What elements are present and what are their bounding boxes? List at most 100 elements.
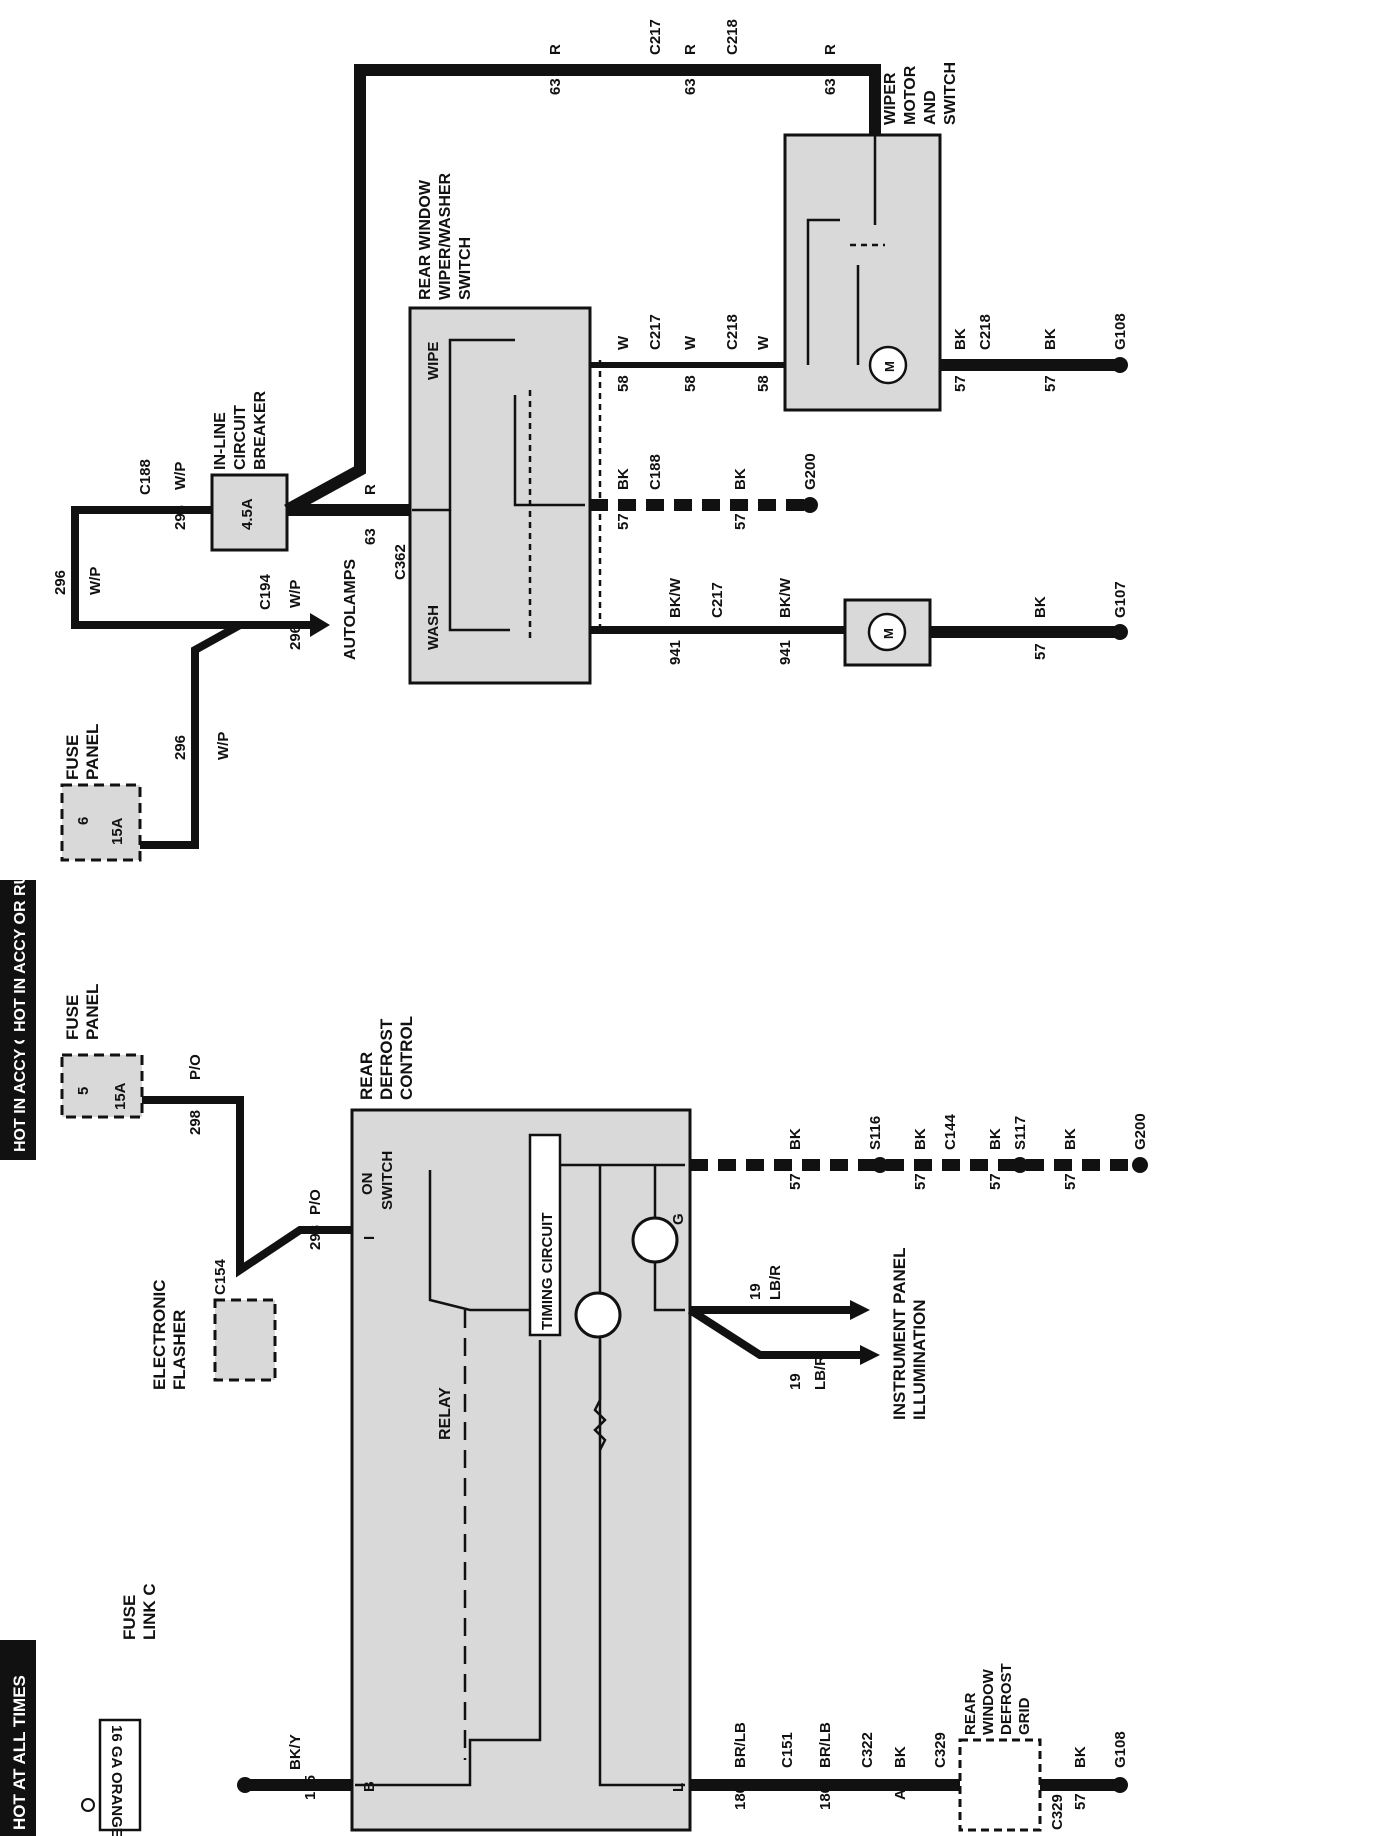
- wire-bkw-b: BK/W: [777, 577, 794, 618]
- rws-label1: REAR WINDOW: [417, 179, 434, 300]
- wiper-motor-and-switch: WIPER MOTOR AND SWITCH M: [783, 62, 959, 412]
- wire-bk-b: BK: [912, 1128, 929, 1150]
- wire-57e: 57: [615, 513, 632, 530]
- fuse-panel-5-rating: 15A: [112, 1082, 129, 1110]
- wire-po-b: P/O: [307, 1189, 324, 1215]
- wm-label4: SWITCH: [942, 62, 959, 125]
- wire-bk-g: BK: [1032, 596, 1049, 618]
- breaker-label1: IN-LINE: [212, 412, 229, 470]
- g108a-label: G108: [1112, 1731, 1129, 1768]
- rws-wash: WASH: [425, 605, 442, 650]
- ip-illum-1: INSTRUMENT PANEL: [890, 1247, 909, 1420]
- fuse-panel-5-label1: FUSE: [63, 995, 82, 1040]
- c218c-label: C218: [977, 314, 994, 350]
- wire-57h: 57: [952, 375, 969, 392]
- wire-186a: 186: [732, 1785, 749, 1810]
- pin-l: L: [670, 1783, 687, 1792]
- c151-label: C151: [779, 1732, 796, 1768]
- wire-r-d: R: [822, 44, 839, 55]
- pin-i: I: [361, 1236, 378, 1240]
- c217a-label: C217: [647, 19, 664, 55]
- wire-58a: 58: [615, 375, 632, 392]
- wire-19b: 19: [787, 1373, 804, 1390]
- fuse-panel-5-label2: PANEL: [83, 984, 102, 1040]
- rear-window-wiper-washer-switch: REAR WINDOW WIPER/WASHER SWITCH WIPE WAS…: [408, 172, 602, 685]
- wire-wp-d: W/P: [172, 462, 189, 490]
- wm-label1: WIPER: [882, 72, 899, 125]
- instrument-panel-illumination-feed: 19 LB/R 19 LB/R INSTRUMENT PANEL ILLUMIN…: [687, 1247, 929, 1420]
- rear-defrost-control: REAR DEFROST CONTROL B I L G ON SWITCH R…: [350, 1016, 692, 1832]
- header-hot-at-all-times-text: HOT AT ALL TIMES: [10, 1675, 29, 1830]
- wire-bk-h: BK: [952, 328, 969, 350]
- rws-wipe: WIPE: [425, 342, 442, 380]
- wire-296d: 296: [172, 505, 189, 530]
- s117-label: S117: [1012, 1116, 1029, 1150]
- c154-label: C154: [212, 1258, 229, 1295]
- wire-941b: 941: [777, 640, 794, 665]
- wire-58b: 58: [682, 375, 699, 392]
- c362-label: C362: [392, 544, 409, 580]
- wire-bk-grid2: BK: [1072, 1746, 1089, 1768]
- c144-label: C144: [942, 1113, 959, 1150]
- breaker-label2: CIRCUIT: [232, 405, 249, 470]
- wire-wp-b: W/P: [287, 580, 304, 608]
- wire-a: A: [892, 1789, 909, 1800]
- wire-r-a: R: [362, 484, 379, 495]
- fuse-panel-6: 6 15A FUSE PANEL: [60, 724, 142, 862]
- wire-brlb-b: BR/LB: [817, 1722, 834, 1768]
- wire-57i: 57: [1042, 375, 1059, 392]
- wire-bkw-a: BK/W: [667, 577, 684, 618]
- header-hot-accy-run-2-text: HOT IN ACCY OR RUN: [12, 861, 29, 1032]
- wm-m: M: [882, 361, 897, 372]
- fuse-panel-6-label1: FUSE: [63, 735, 82, 780]
- wire-bk-i: BK: [1042, 328, 1059, 350]
- c188b-label: C188: [647, 454, 664, 490]
- wire-57d: 57: [1062, 1173, 1079, 1190]
- wire-lbr-a: LB/R: [767, 1265, 784, 1300]
- pin-g: G: [670, 1213, 687, 1225]
- wire-brlb-a: BR/LB: [732, 1722, 749, 1768]
- wire-63d: 63: [822, 78, 839, 95]
- timing-circuit-label: TIMING CIRCUIT: [539, 1213, 556, 1331]
- wire-296c: 296: [52, 570, 69, 595]
- grid-label4: GRID: [1016, 1697, 1033, 1735]
- wire-po-a: P/O: [187, 1054, 204, 1080]
- c218a-label: C218: [724, 19, 741, 55]
- wire-wh-a: W: [615, 335, 632, 350]
- c329b-label: C329: [1049, 1794, 1066, 1830]
- wire-wh-c: W: [755, 335, 772, 350]
- wire-57g: 57: [1032, 643, 1049, 660]
- breaker-label3: BREAKER: [252, 390, 269, 470]
- g108b-label: G108: [1112, 313, 1129, 350]
- wire-bk-d: BK: [1062, 1128, 1079, 1150]
- wire-bk-c: BK: [987, 1128, 1004, 1150]
- electronic-flasher: C154 ELECTRONIC FLASHER: [150, 1258, 277, 1391]
- wire-57b: 57: [912, 1173, 929, 1190]
- wire-298b: 298: [307, 1225, 324, 1250]
- wire-wp-a: W/P: [215, 732, 232, 760]
- wire-bk-f: BK: [732, 468, 749, 490]
- wire-57c: 57: [987, 1173, 1004, 1190]
- defrost-label3: CONTROL: [397, 1016, 416, 1100]
- fuse-panel-6-number: 6: [75, 817, 92, 825]
- on-switch2: SWITCH: [379, 1151, 396, 1210]
- grid-label2: WINDOW: [980, 1668, 997, 1735]
- wire-57a: 57: [787, 1173, 804, 1190]
- fuse-panel-6-label2: PANEL: [83, 724, 102, 780]
- washer-motor: M: [843, 598, 932, 667]
- wire-941a: 941: [667, 640, 684, 665]
- c322-label: C322: [859, 1732, 876, 1768]
- ip-illum-2: ILLUMINATION: [910, 1299, 929, 1420]
- wire-bky: BK/Y: [287, 1734, 304, 1770]
- fuse-panel-5: 5 15A FUSE PANEL: [60, 984, 144, 1119]
- flasher-label1: ELECTRONIC: [150, 1280, 169, 1391]
- fuse-panel-5-number: 5: [75, 1087, 92, 1095]
- fuse-link-label2: LINK C: [140, 1583, 159, 1640]
- diagram-body: HOT AT ALL TIMES HOT IN ACCY OR RUN HOT …: [0, 19, 1149, 1836]
- wire-296a: 296: [172, 735, 189, 760]
- fuse-panel-6-rating: 15A: [109, 817, 126, 845]
- defrost-label1: REAR: [357, 1052, 376, 1100]
- washer-m: M: [881, 628, 896, 639]
- wm-label2: MOTOR: [902, 65, 919, 125]
- breaker-rating: 4.5A: [239, 498, 256, 530]
